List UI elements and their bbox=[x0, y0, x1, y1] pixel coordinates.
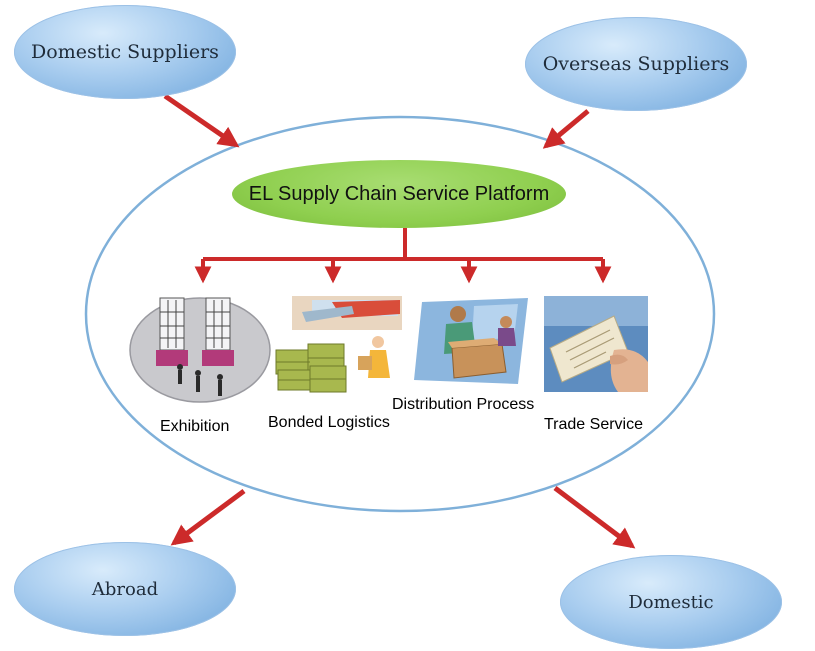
platform-node: EL Supply Chain Service Platform bbox=[232, 160, 566, 228]
cargo-pallets-icon bbox=[275, 296, 402, 393]
node-domestic-label: Domestic bbox=[628, 591, 714, 613]
arrow-platform-to-abroad bbox=[170, 488, 246, 546]
document-card-icon bbox=[544, 296, 648, 392]
service-label-trade-service: Trade Service bbox=[544, 416, 643, 433]
node-abroad: Abroad bbox=[14, 542, 236, 636]
worker-packing-box-icon bbox=[414, 298, 528, 384]
platform-title: EL Supply Chain Service Platform bbox=[248, 182, 550, 205]
node-abroad-label: Abroad bbox=[91, 578, 159, 600]
platform-distribution-tree bbox=[194, 228, 612, 284]
node-overseas-suppliers-label: Overseas Suppliers bbox=[542, 53, 730, 75]
node-domestic-suppliers: Domestic Suppliers bbox=[14, 5, 236, 99]
arrow-domestic-suppliers-to-platform bbox=[163, 93, 240, 148]
arrow-overseas-suppliers-to-platform bbox=[542, 109, 590, 149]
node-domestic: Domestic bbox=[560, 555, 782, 649]
service-label-exhibition: Exhibition bbox=[160, 418, 230, 435]
node-overseas-suppliers: Overseas Suppliers bbox=[525, 17, 747, 111]
arrow-platform-to-domestic bbox=[553, 486, 636, 549]
service-label-bonded-logistics: Bonded Logistics bbox=[268, 414, 390, 431]
service-label-distribution-process: Distribution Process bbox=[392, 396, 535, 413]
node-domestic-suppliers-label: Domestic Suppliers bbox=[31, 41, 219, 63]
exhibition-hall-icon bbox=[129, 297, 271, 403]
